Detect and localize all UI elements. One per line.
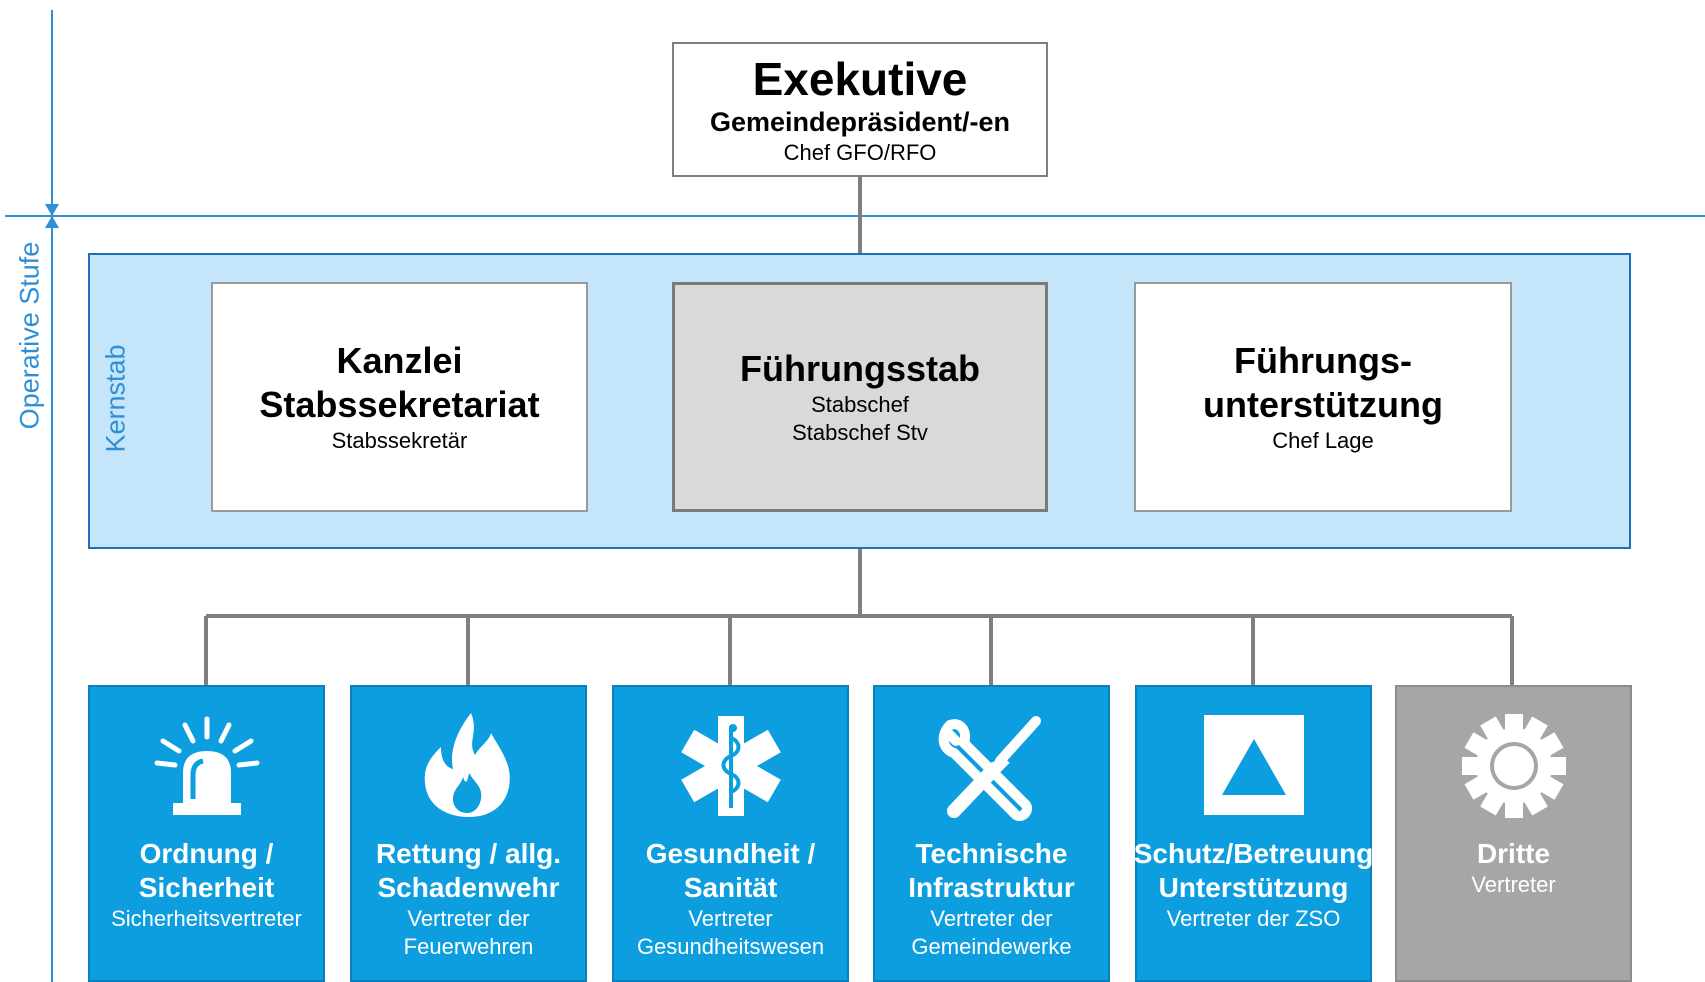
dept-sub1: Vertreter der	[930, 906, 1053, 931]
dept-name2: Schadenwehr	[377, 872, 560, 903]
dept-name1: Technische	[915, 838, 1068, 869]
kanzlei-title2: Stabssekretariat	[259, 384, 540, 425]
kernstab-label-container: Kernstab	[88, 253, 144, 545]
dept-sub2: Feuerwehren	[403, 934, 534, 959]
kanzlei-box: Kanzlei Stabssekretariat Stabssekretär	[211, 282, 588, 512]
dept-name1: Dritte	[1476, 838, 1551, 869]
dept-sub2: Gemeindewerke	[911, 934, 1072, 959]
dept-sub1: Vertreter der ZSO	[1166, 906, 1341, 931]
dept-name2: Sicherheit	[138, 872, 275, 903]
fuehrungsstab-sub2: Stabschef Stv	[792, 420, 928, 445]
axis-label-container: Operative Stufe	[10, 230, 50, 440]
executive-line2: Chef GFO/RFO	[783, 139, 937, 165]
dept-ordnung-sicherheit: Ordnung / Sicherheit Sicherheitsvertrete…	[88, 685, 325, 982]
executive-title: Exekutive	[752, 52, 968, 105]
civil-protection-icon	[1137, 701, 1370, 831]
gear-icon	[1397, 701, 1630, 831]
dept-name1: Schutz/Betreuung	[1133, 838, 1374, 869]
dept-sub2: Gesundheitswesen	[636, 934, 825, 959]
fu-title1: Führungs-	[1234, 340, 1412, 381]
fuehrungsstab-box: Führungsstab Stabschef Stabschef Stv	[672, 282, 1048, 512]
fuehrungsstab-sub1: Stabschef	[811, 392, 909, 417]
dept-schutz-betreuung: Schutz/Betreuung Unterstützung Vertreter…	[1133, 685, 1374, 982]
executive-box: Exekutive Gemeindepräsident/-en Chef GFO…	[672, 42, 1048, 177]
dept-sub1: Vertreter	[688, 906, 773, 931]
dept-name2: Unterstützung	[1158, 872, 1349, 903]
star-of-life-icon	[614, 701, 847, 831]
executive-line1: Gemeindepräsident/-en	[709, 106, 1011, 137]
operative-stufe-label: Operative Stufe	[14, 241, 45, 430]
fu-title2: unterstützung	[1203, 384, 1443, 425]
dept-name1: Ordnung /	[139, 838, 274, 869]
kernstab-label: Kernstab	[100, 344, 131, 453]
fu-sub: Chef Lage	[1272, 428, 1374, 453]
dept-sub1: Sicherheitsvertreter	[111, 906, 302, 931]
dept-sub1: Vertreter der	[407, 906, 530, 931]
fuehrungsstab-title: Führungsstab	[740, 348, 980, 389]
dept-technische-infrastruktur: Technische Infrastruktur Vertreter der G…	[873, 685, 1110, 982]
dept-gesundheit-sanitaet: Gesundheit / Sanität Vertreter Gesundhei…	[612, 685, 849, 982]
dept-name1: Gesundheit /	[645, 838, 816, 869]
kanzlei-title1: Kanzlei	[336, 340, 463, 381]
tools-icon	[875, 701, 1108, 831]
siren-icon	[90, 701, 323, 831]
fuehrungsunterstuetzung-box: Führungs- unterstützung Chef Lage	[1134, 282, 1512, 512]
dept-dritte: Dritte Vertreter	[1395, 685, 1632, 982]
dept-rettung-schadenwehr: Rettung / allg. Schadenwehr Vertreter de…	[350, 685, 587, 982]
dept-name1: Rettung / allg.	[375, 838, 562, 869]
fire-icon	[352, 701, 585, 831]
dept-name2: Infrastruktur	[908, 872, 1075, 903]
dept-name2: Sanität	[683, 872, 778, 903]
dept-sub1: Vertreter	[1471, 872, 1556, 897]
kanzlei-sub: Stabssekretär	[331, 428, 468, 453]
